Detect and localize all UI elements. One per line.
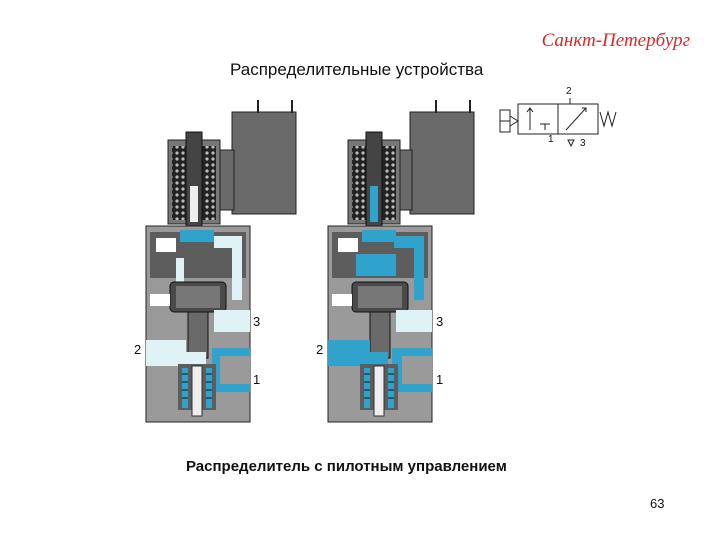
- symbol-port-1-label: 1: [548, 134, 554, 145]
- right-port-3-label: 3: [436, 314, 444, 329]
- coil-winding: [172, 146, 186, 220]
- valve-left: [145, 100, 297, 423]
- symbol-port-3-label: 3: [580, 138, 586, 149]
- page-title: Распределительные устройства: [230, 60, 484, 79]
- right-port-2-label: 2: [316, 342, 324, 357]
- city-label: Санкт-Петербург: [541, 30, 690, 51]
- figure-caption: Распределитель с пилотным управлением: [186, 458, 507, 475]
- page-number: 63: [650, 496, 665, 511]
- connector-box: [409, 111, 475, 215]
- valve-right: [327, 100, 475, 423]
- left-port-1-label: 1: [253, 372, 261, 387]
- left-port-2-label: 2: [134, 342, 142, 357]
- right-port-1-label: 1: [436, 372, 444, 387]
- coil-winding: [352, 146, 366, 220]
- left-port-3-label: 3: [253, 314, 261, 329]
- connector-box: [231, 111, 297, 215]
- symbol-port-2-label: 2: [566, 86, 572, 97]
- valve-symbol: [499, 98, 617, 148]
